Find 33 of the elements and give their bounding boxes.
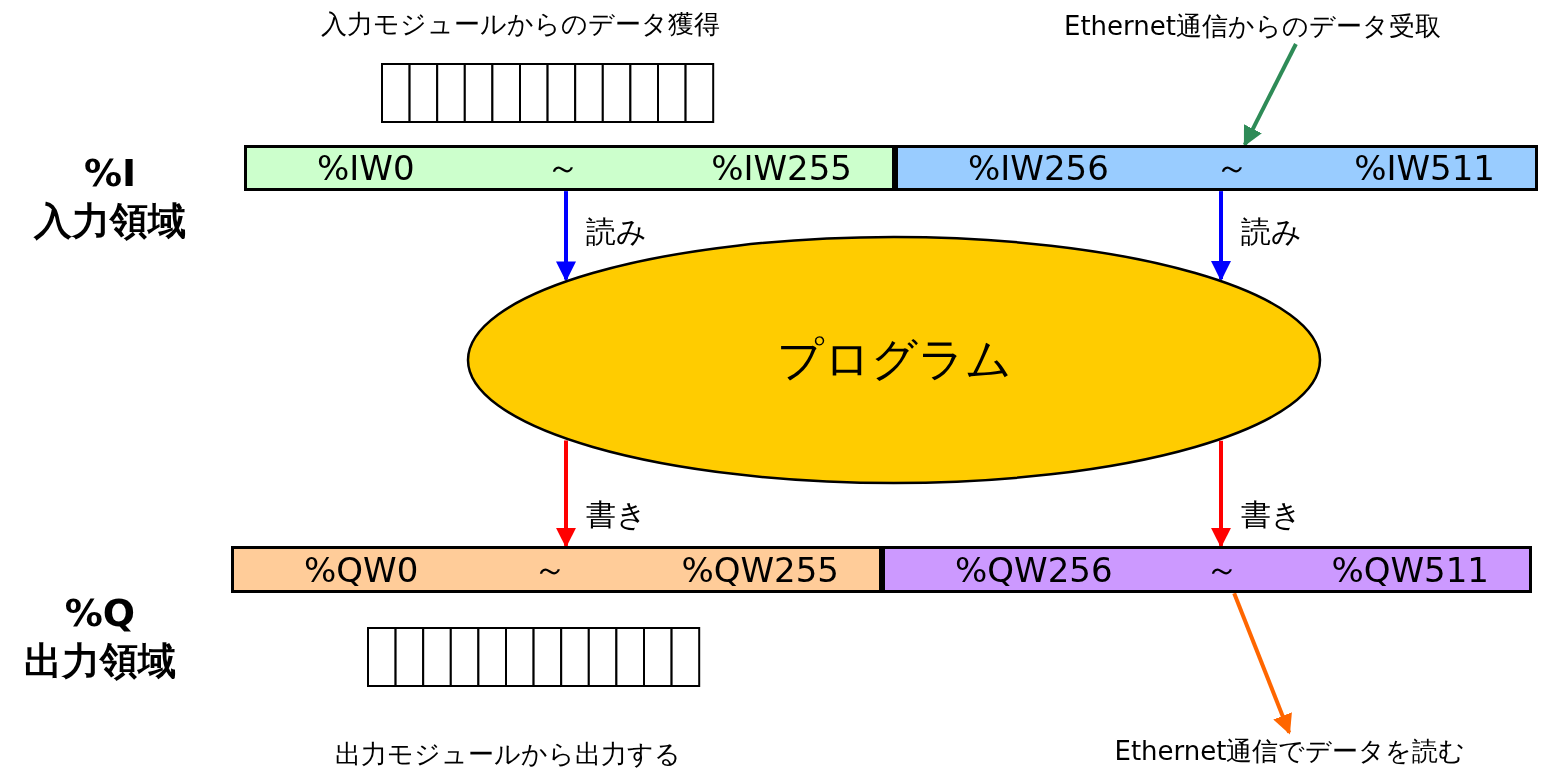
area-title: %Q 出力領域: [23, 590, 177, 685]
tilde-text: ～: [532, 547, 567, 591]
address-text: %QW511: [1331, 549, 1489, 590]
memory-range-bar: [231, 546, 882, 593]
address-text: %IW255: [711, 148, 852, 188]
arrow: [556, 191, 576, 282]
arrow: [1211, 440, 1231, 548]
caption-text: 入力モジュールからのデータ獲得: [319, 8, 721, 41]
caption-text: Ethernet通信でデータを読む: [1114, 734, 1466, 768]
edge-label: 書き: [586, 496, 647, 534]
address-text: %QW256: [955, 549, 1113, 590]
tilde-text: ～: [1214, 146, 1249, 189]
caption-text: Ethernet通信からのデータ受取: [1064, 9, 1441, 43]
area-title: %I 入力領域: [32, 150, 187, 245]
arrow: [1243, 43, 1298, 147]
caption-text: 出力モジュールから出力する: [333, 738, 682, 771]
edge-label: 読み: [1241, 213, 1302, 251]
arrow: [1211, 191, 1231, 282]
memory-range-bar: [895, 145, 1538, 191]
address-text: %QW0: [304, 549, 419, 590]
address-text: %QW255: [681, 549, 839, 590]
arrow: [556, 440, 576, 548]
address-text: %IW511: [1354, 148, 1495, 188]
tilde-text: ～: [545, 146, 580, 189]
edge-label: 書き: [1241, 496, 1302, 534]
program-label: プログラム: [776, 331, 1012, 388]
address-text: %IW0: [317, 148, 415, 188]
memory-range-bar: [882, 546, 1532, 593]
edge-label: 読み: [586, 213, 647, 251]
arrow: [1232, 592, 1292, 735]
tilde-text: ～: [1205, 547, 1239, 591]
address-text: %IW256: [968, 148, 1109, 188]
memory-range-bar: [244, 145, 895, 191]
